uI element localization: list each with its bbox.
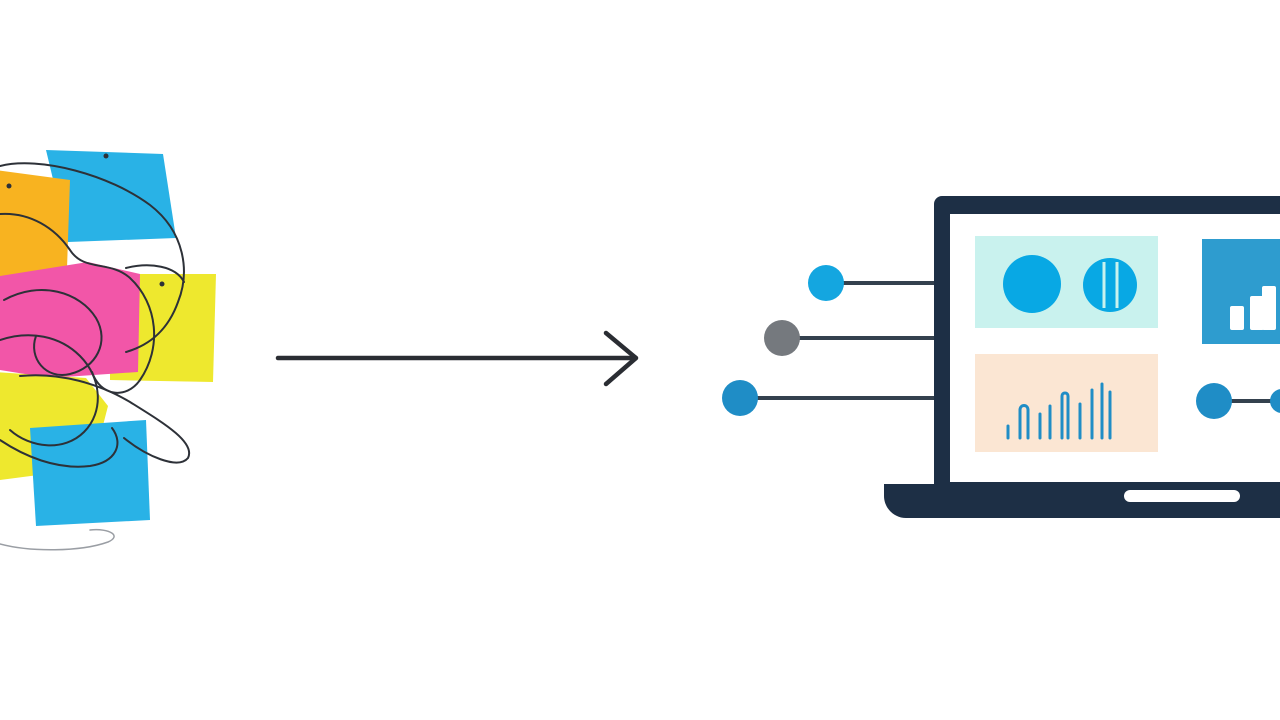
scribble-lines — [0, 162, 191, 468]
node-gray — [764, 320, 800, 356]
sticky-notes-cluster — [0, 150, 216, 551]
scribble-loop-faint — [0, 528, 115, 551]
panel-circle-icon — [1003, 255, 1061, 313]
sticky-note-orange — [0, 170, 70, 298]
laptop-dashboard-icon — [722, 196, 1280, 518]
bar-chart-icon — [1230, 286, 1276, 330]
waveform-bars-icon — [1006, 382, 1112, 440]
laptop-trackpad-notch — [1124, 490, 1240, 502]
striped-circle-icon — [1083, 258, 1137, 312]
sticky-note-blue-top — [46, 150, 176, 242]
sticky-note-pink — [0, 262, 140, 378]
sticky-note-blue-bottom — [30, 420, 150, 526]
pin-dot — [6, 183, 12, 189]
node-blue-bottom — [722, 380, 758, 416]
node-blue-top — [808, 265, 844, 301]
pin-dot — [159, 281, 165, 287]
pin-dot — [103, 153, 109, 159]
screen-node-link — [1196, 383, 1280, 419]
right-arrow-icon — [275, 330, 639, 387]
